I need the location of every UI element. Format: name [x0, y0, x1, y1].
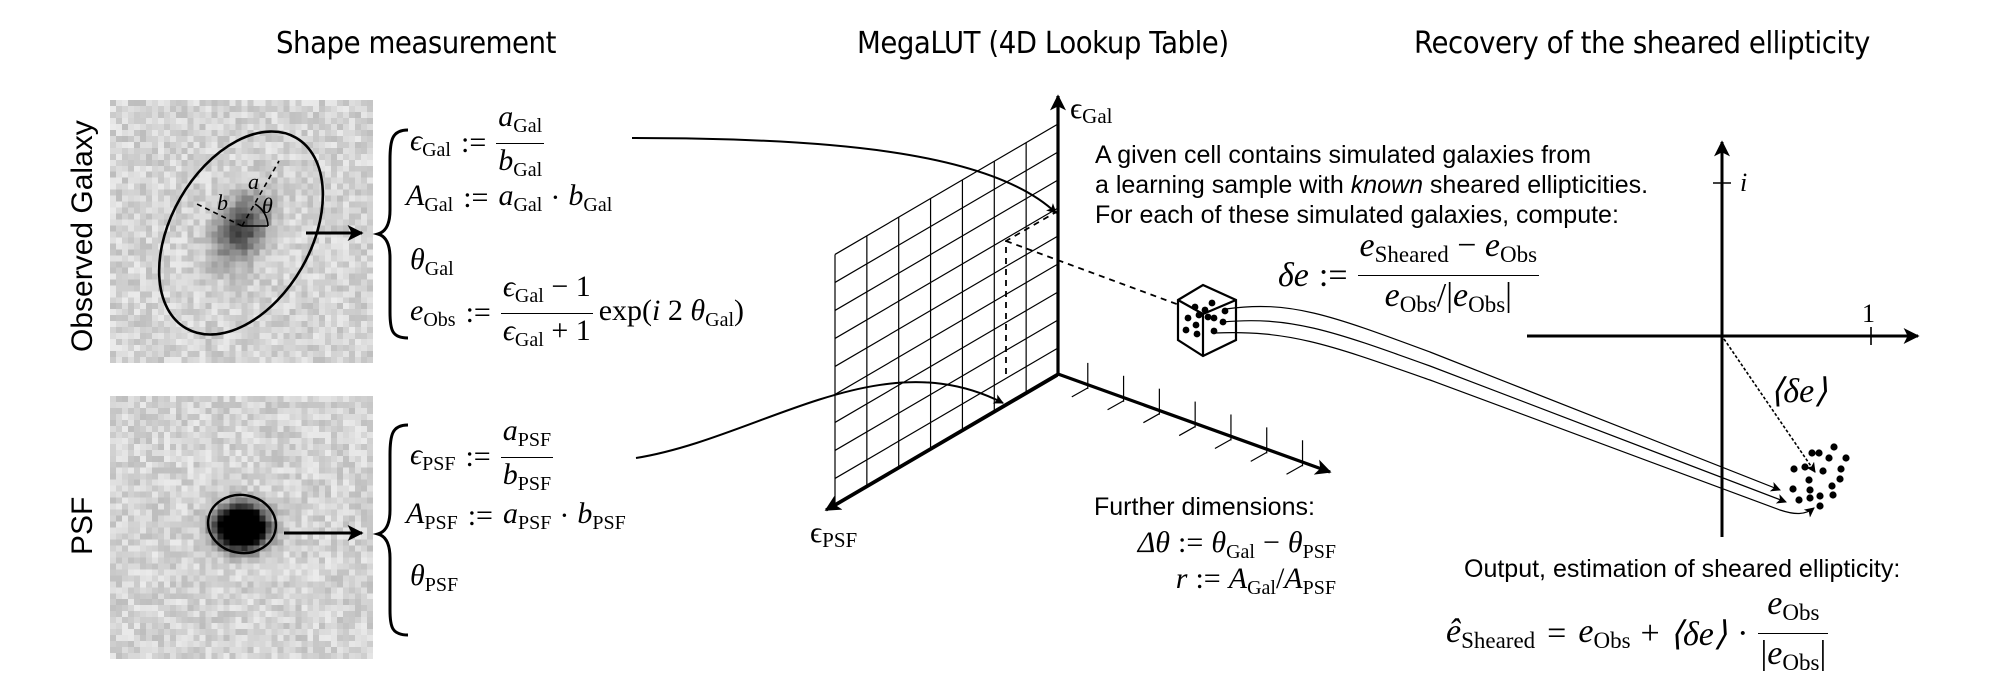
section-title-recovery: Recovery of the sheared ellipticity [1414, 26, 1870, 61]
axis-label-eps-gal: ϵGal [1070, 92, 1113, 128]
grid-row-line [834, 347, 1059, 479]
cell-description: A given cell contains simulated galaxies… [1095, 140, 1648, 230]
theta-arc [254, 203, 269, 227]
cube-dot [1182, 326, 1190, 334]
eq-area-gal: AGal := aGal · bGal [406, 179, 613, 216]
cube-dot [1208, 299, 1216, 307]
cube-dot [1210, 314, 1218, 322]
imaginary-unit-label: i [1740, 168, 1747, 197]
galaxy-fit-ellipse [157, 130, 325, 336]
further-dim-tick-foot [1286, 464, 1303, 475]
further-dim-tick-foot [1071, 387, 1089, 398]
cluster-dot [1789, 485, 1797, 493]
cell-description-line-1: A given cell contains simulated galaxies… [1095, 141, 1592, 169]
cube-dot [1195, 311, 1203, 319]
axis-label-eps-psf: ϵPSF [810, 516, 857, 552]
cube-dot [1204, 313, 1212, 321]
cluster-dot [1815, 449, 1823, 457]
label-a: a [248, 169, 259, 194]
cube-dot [1192, 321, 1200, 329]
eq-theta-psf: θPSF [410, 559, 459, 596]
psf-fit-ellipse [206, 493, 278, 555]
cluster-dot [1816, 502, 1824, 510]
cluster-dot [1805, 476, 1813, 484]
grid-row-line [834, 291, 1059, 423]
further-dim-delta-theta: Δθ:=θGal−θPSF [1137, 526, 1336, 563]
section-title-shape-measurement: Shape measurement [276, 26, 556, 61]
grid-row-line [834, 179, 1059, 311]
major-axis-a-dashed [241, 160, 280, 227]
delta-e-cluster [1789, 443, 1850, 510]
mean-delta-e-label: ⟨δe⟩ [1770, 373, 1827, 410]
eq-area-psf: APSF := aPSF · bPSF [406, 497, 626, 534]
section-title-megalut: MegaLUT (4D Lookup Table) [857, 26, 1229, 61]
cluster-dot [1829, 491, 1837, 499]
eq-theta-gal: θGal [410, 243, 454, 280]
cluster-dot [1806, 486, 1814, 494]
flow-line-1 [1225, 305, 1781, 492]
lookup-cell-cube [1176, 283, 1238, 358]
further-dim-tick-foot [1143, 413, 1160, 424]
cell-to-cube-dashed [1005, 240, 1183, 307]
output-title: Output, estimation of sheared ellipticit… [1464, 555, 1901, 583]
lookup-table-grid [834, 123, 1059, 507]
cube-dot [1191, 303, 1199, 311]
cluster-dot [1819, 467, 1827, 475]
flow-line-3 [1214, 332, 1815, 518]
further-dim-tick-foot [1178, 426, 1196, 437]
flow-line-2 [1221, 320, 1787, 504]
axis-eps-psf [824, 372, 1059, 512]
galaxy-ellipse-group: a b θ [157, 130, 325, 336]
cluster-dot [1795, 496, 1803, 504]
label-theta: θ [262, 193, 273, 218]
cluster-dot [1816, 492, 1824, 500]
cluster-dot [1830, 443, 1838, 451]
cluster-dot [1801, 463, 1809, 471]
eps-gal-to-axis-arrow [631, 137, 1057, 214]
label-b: b [217, 190, 228, 215]
cluster-dot [1836, 475, 1844, 483]
eps-psf-to-axis-arrow [635, 381, 1004, 459]
cell-description-line-3: For each of these simulated galaxies, co… [1095, 201, 1619, 229]
galaxy-equations-brace [372, 128, 409, 340]
cluster-dot [1806, 494, 1814, 502]
grid-row-line [834, 263, 1059, 395]
cell-projection-dashed [1005, 210, 1059, 374]
further-dim-tick-foot [1107, 400, 1124, 411]
further-dimensions-title: Further dimensions: [1094, 493, 1315, 521]
axis-further-dimensions [1057, 372, 1332, 475]
cluster-dot [1842, 454, 1850, 462]
cell-to-plane-flow-lines [1214, 305, 1815, 518]
further-dimensions-ticks [1071, 362, 1304, 475]
cube-dot [1193, 330, 1201, 338]
delta-e-equation: δe := eSheared − eObs eObs/|eObs| [1278, 227, 1540, 317]
grid-row-line [834, 151, 1059, 283]
cluster-dot [1808, 449, 1816, 457]
further-dim-tick-foot [1250, 451, 1268, 462]
grid-row-line [834, 235, 1059, 367]
further-dim-r: r:=AGal/APSF [1175, 562, 1336, 599]
grid-row-line [834, 207, 1059, 339]
cluster-dot [1837, 465, 1845, 473]
cluster-dot [1790, 465, 1798, 473]
mean-delta-e-arrow [1723, 338, 1816, 473]
output-equation: êSheared = eObs + ⟨δe⟩ · eObs |eObs| [1446, 585, 1829, 675]
psf-equations-brace [372, 423, 409, 637]
grid-row-line [834, 123, 1059, 255]
cluster-dot [1825, 454, 1833, 462]
real-unit-label: 1 [1862, 299, 1875, 328]
psf-image [110, 396, 373, 659]
cube-dot [1184, 314, 1192, 322]
cell-description-line-2: a learning sample with known sheared ell… [1095, 171, 1649, 199]
further-dim-tick-foot [1214, 438, 1232, 449]
cluster-dot [1828, 482, 1836, 490]
cube-dot [1201, 306, 1209, 314]
